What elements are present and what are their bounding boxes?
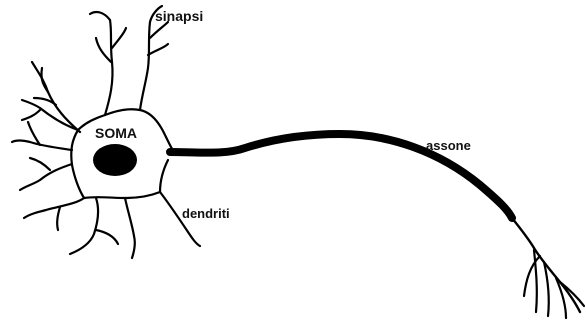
label-dendriti: dendriti [182,207,230,220]
label-assone: assone [426,139,471,152]
axon-taper [512,218,580,312]
axon-terminals [524,250,584,318]
nucleus [93,144,137,176]
label-sinapsi: sinapsi [155,9,203,23]
label-soma: SOMA [95,126,137,140]
